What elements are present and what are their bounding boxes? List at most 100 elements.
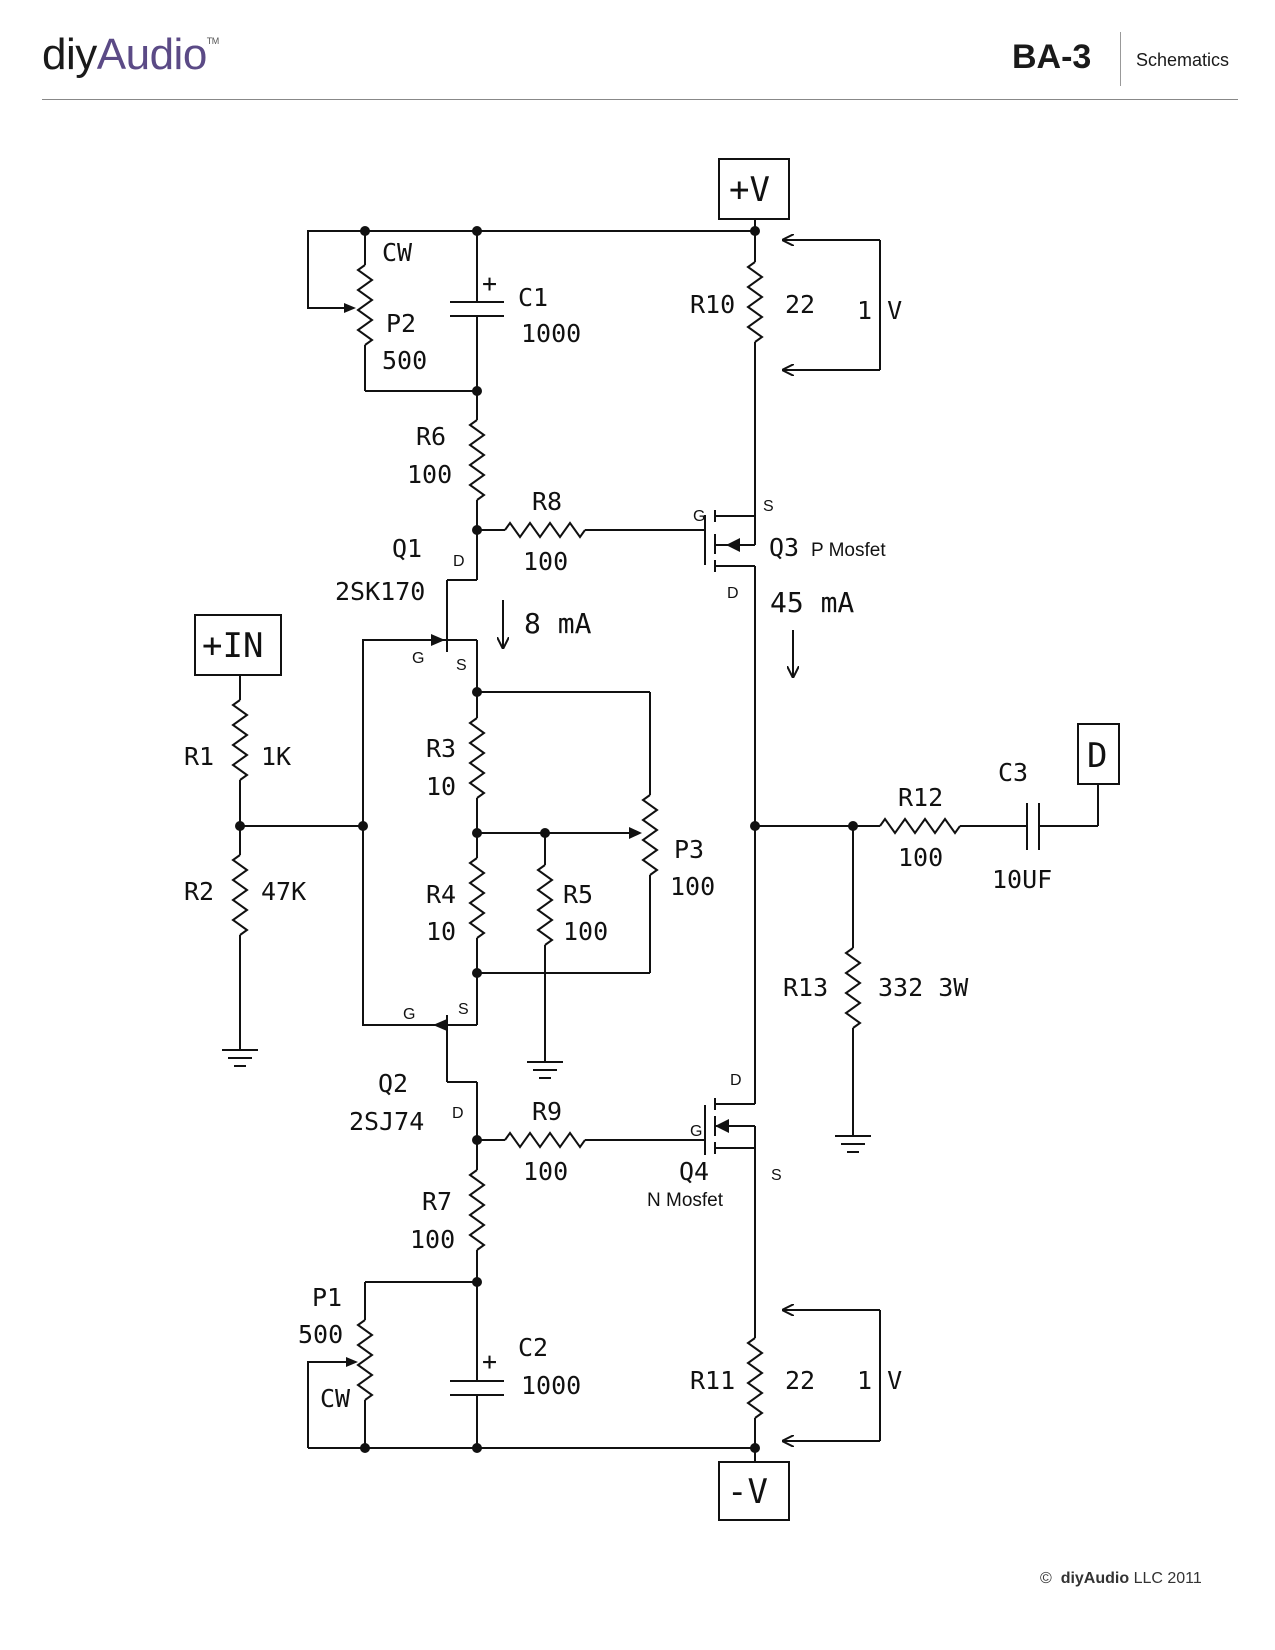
q1-jfet: D G S Q1 2SK170 — [335, 530, 478, 1026]
r1-resistor: R1 1K — [184, 699, 291, 826]
p1-value-label: 500 — [298, 1320, 343, 1349]
output-terminal: D — [1077, 723, 1120, 826]
r10-ref-label: R10 — [690, 290, 735, 319]
c2-capacitor: + C2 1000 — [450, 1282, 581, 1448]
c3-capacitor: C3 10UF — [992, 758, 1098, 894]
r12-ref-label: R12 — [898, 783, 943, 812]
r2-value-label: 47K — [261, 877, 306, 906]
r10-voltage-annotation: 1 V — [783, 240, 902, 370]
r1-value-label: 1K — [261, 742, 291, 771]
ground-symbol-input — [222, 1049, 258, 1067]
q4-source-pin: S — [771, 1167, 782, 1184]
q3-type-label: P Mosfet — [811, 540, 886, 561]
r11-voltage-annotation: 1 V — [783, 1310, 902, 1441]
r13-value-label: 332 3W — [878, 973, 969, 1002]
p2-potentiometer: CW P2 500 — [307, 230, 477, 392]
logo-audio-text: Audio — [96, 30, 208, 79]
header-separator — [1120, 32, 1121, 86]
q3-ref-label: Q3 — [769, 533, 799, 562]
r4-resistor: R4 10 — [426, 833, 486, 1025]
r11-resistor: R11 22 — [690, 1148, 815, 1448]
p1-potentiometer: P1 500 CW — [298, 1281, 477, 1448]
r13-ref-label: R13 — [783, 973, 828, 1002]
copyright-footer: © diyAudio LLC 2011 — [1040, 1570, 1202, 1588]
p2-ref-label: P2 — [386, 309, 416, 338]
q3-drain-pin: D — [727, 585, 739, 602]
c1-ref-label: C1 — [518, 283, 548, 312]
r10-value-label: 22 — [785, 290, 815, 319]
q1-source-pin: S — [456, 657, 467, 674]
ground-symbol-r13 — [835, 1135, 871, 1153]
r10-resistor: R10 22 — [690, 231, 815, 343]
q3-source-pin: S — [763, 498, 774, 515]
r11-value-label: 22 — [785, 1366, 815, 1395]
r8-resistor: R8 100 — [477, 487, 705, 576]
q4-type-label: N Mosfet — [647, 1190, 724, 1211]
q3-current-label: 45 mA — [770, 586, 854, 619]
q1-ref-label: Q1 — [392, 534, 422, 563]
r5-resistor: R5 100 — [536, 833, 608, 1062]
r9-ref-label: R9 — [532, 1097, 562, 1126]
positive-rail — [360, 226, 760, 236]
r5-value-label: 100 — [563, 917, 608, 946]
logo-trademark: TM — [206, 36, 220, 46]
p1-ref-label: P1 — [312, 1283, 342, 1312]
r9-value-label: 100 — [523, 1157, 568, 1186]
p2-value-label: 500 — [382, 346, 427, 375]
q4-drain-pin: D — [730, 1072, 742, 1089]
p2-cw-label: CW — [382, 238, 413, 267]
vminus-label: -V — [727, 1472, 768, 1512]
q2-part-label: 2SJ74 — [349, 1107, 424, 1136]
r7-value-label: 100 — [410, 1225, 455, 1254]
r10-voltage-label: 1 V — [857, 296, 902, 325]
q3-gate-pin: G — [693, 508, 705, 525]
r12-value-label: 100 — [898, 843, 943, 872]
q1-drain-pin: D — [453, 553, 465, 570]
vplus-terminal: +V — [718, 158, 790, 231]
r12-resistor: R12 100 — [879, 783, 1027, 872]
q2-ref-label: Q2 — [378, 1069, 408, 1098]
brand-logo: diyAudioTM — [42, 30, 219, 80]
r4-ref-label: R4 — [426, 880, 456, 909]
r3-value-label: 10 — [426, 772, 456, 801]
document-title: BA-3 — [1012, 38, 1092, 76]
r7-ref-label: R7 — [422, 1187, 452, 1216]
r5-ref-label: R5 — [563, 880, 593, 909]
vminus-terminal: -V — [718, 1448, 790, 1521]
output-label: D — [1087, 736, 1107, 776]
q3-p-mosfet: G S D Q3 P Mosfet — [693, 342, 886, 602]
footer-text: LLC 2011 — [1133, 1570, 1202, 1587]
input-label: +IN — [202, 626, 263, 666]
q2-gate-pin: G — [403, 1006, 415, 1023]
c3-value-label: 10UF — [992, 865, 1052, 894]
r4-value-label: 10 — [426, 917, 456, 946]
input-terminal: +IN — [194, 614, 282, 700]
c2-polarity-mark: + — [482, 1347, 497, 1376]
r6-resistor: R6 100 — [407, 391, 486, 535]
q2-jfet: G S D Q2 2SJ74 — [349, 1001, 482, 1145]
r2-resistor: R2 47K — [184, 826, 306, 1050]
footer-brand: diyAudio — [1060, 1570, 1130, 1587]
r9-resistor: R9 100 — [477, 1097, 705, 1186]
q2-source-pin: S — [458, 1001, 469, 1018]
q4-ref-label: Q4 — [679, 1157, 709, 1186]
p3-value-label: 100 — [670, 872, 715, 901]
r8-value-label: 100 — [523, 547, 568, 576]
ground-symbol-r5 — [527, 1061, 563, 1079]
document-subtitle: Schematics — [1136, 50, 1230, 70]
copyright-symbol: © — [1040, 1570, 1052, 1587]
r13-resistor: R13 332 3W — [783, 826, 969, 1136]
q2-drain-pin: D — [452, 1105, 464, 1122]
q1-gate-pin: G — [412, 650, 424, 667]
c1-capacitor: + C1 1000 — [450, 231, 581, 396]
r3-ref-label: R3 — [426, 734, 456, 763]
r1-ref-label: R1 — [184, 742, 214, 771]
p3-ref-label: P3 — [674, 835, 704, 864]
r2-ref-label: R2 — [184, 877, 214, 906]
c1-value-label: 1000 — [521, 319, 581, 348]
r8-ref-label: R8 — [532, 487, 562, 516]
negative-rail — [308, 1443, 760, 1453]
r11-ref-label: R11 — [690, 1366, 735, 1395]
c3-ref-label: C3 — [998, 758, 1028, 787]
r6-ref-label: R6 — [416, 422, 446, 451]
